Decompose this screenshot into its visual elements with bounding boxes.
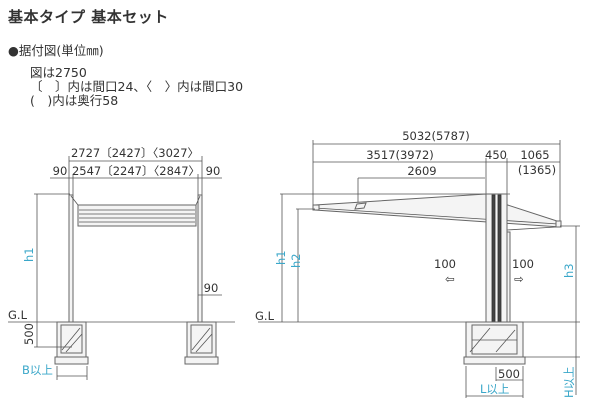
right-offset-label: 100 <box>512 257 534 271</box>
length-label: L以上 <box>480 382 509 396</box>
roof-panel <box>77 204 197 227</box>
front-view: 2727〔2427〕〈3027〉 90 2547〔2247〕〈2847〉 90 … <box>8 146 235 380</box>
h3-label: h3 <box>562 263 576 278</box>
page-title: 基本タイプ 基本セット <box>8 8 169 26</box>
ground-label: G.L <box>8 308 28 322</box>
left-margin-label: 90 <box>53 164 68 178</box>
post-depth-label: 450 <box>485 148 507 162</box>
base <box>463 356 526 365</box>
beam-length-label: 2609 <box>407 164 436 178</box>
depth-label: 500 <box>22 323 36 345</box>
right-base <box>184 356 219 365</box>
right-arrow-icon: ⇨ <box>514 272 524 286</box>
inner-width-label: 2547〔2247〕〈2847〉 <box>72 164 200 178</box>
overall-length-label: 5032(5787) <box>402 129 470 143</box>
foundation-width-label: 500 <box>498 367 520 381</box>
front-length-label: 3517(3972) <box>366 148 434 162</box>
section-heading: ●据付図(単位㎜) <box>8 43 104 58</box>
notes: 図は2750 〔 〕内は間口24、〈 〉内は間口30 ( )内は奥行58 <box>30 66 243 108</box>
ground-label: G.L <box>255 309 275 323</box>
rear-length-label: 1065 <box>520 148 549 162</box>
rear-panel <box>506 231 511 325</box>
height-below-label: H以上 <box>562 366 576 398</box>
note: 〔 〕内は間口24、〈 〉内は間口30 <box>30 79 244 94</box>
overall-width-label: 2727〔2427〕〈3027〉 <box>71 146 199 160</box>
rear-length-alt-label: (1365) <box>518 163 556 177</box>
base-label: B以上 <box>22 363 53 377</box>
right-margin-label: 90 <box>206 164 221 178</box>
side-view: 5032(5787) 3517(3972) 450 1065 (1365) 26… <box>255 129 580 398</box>
left-arrow-icon: ⇦ <box>445 272 455 286</box>
h2-label: h2 <box>289 253 303 268</box>
note: 図は2750 <box>30 65 87 80</box>
left-base <box>54 356 89 365</box>
note: ( )内は奥行58 <box>30 93 119 108</box>
h1-label: h1 <box>274 250 288 265</box>
left-offset-label: 100 <box>434 257 456 271</box>
h1-label: h1 <box>22 247 36 262</box>
post-width-label: 90 <box>204 281 219 295</box>
